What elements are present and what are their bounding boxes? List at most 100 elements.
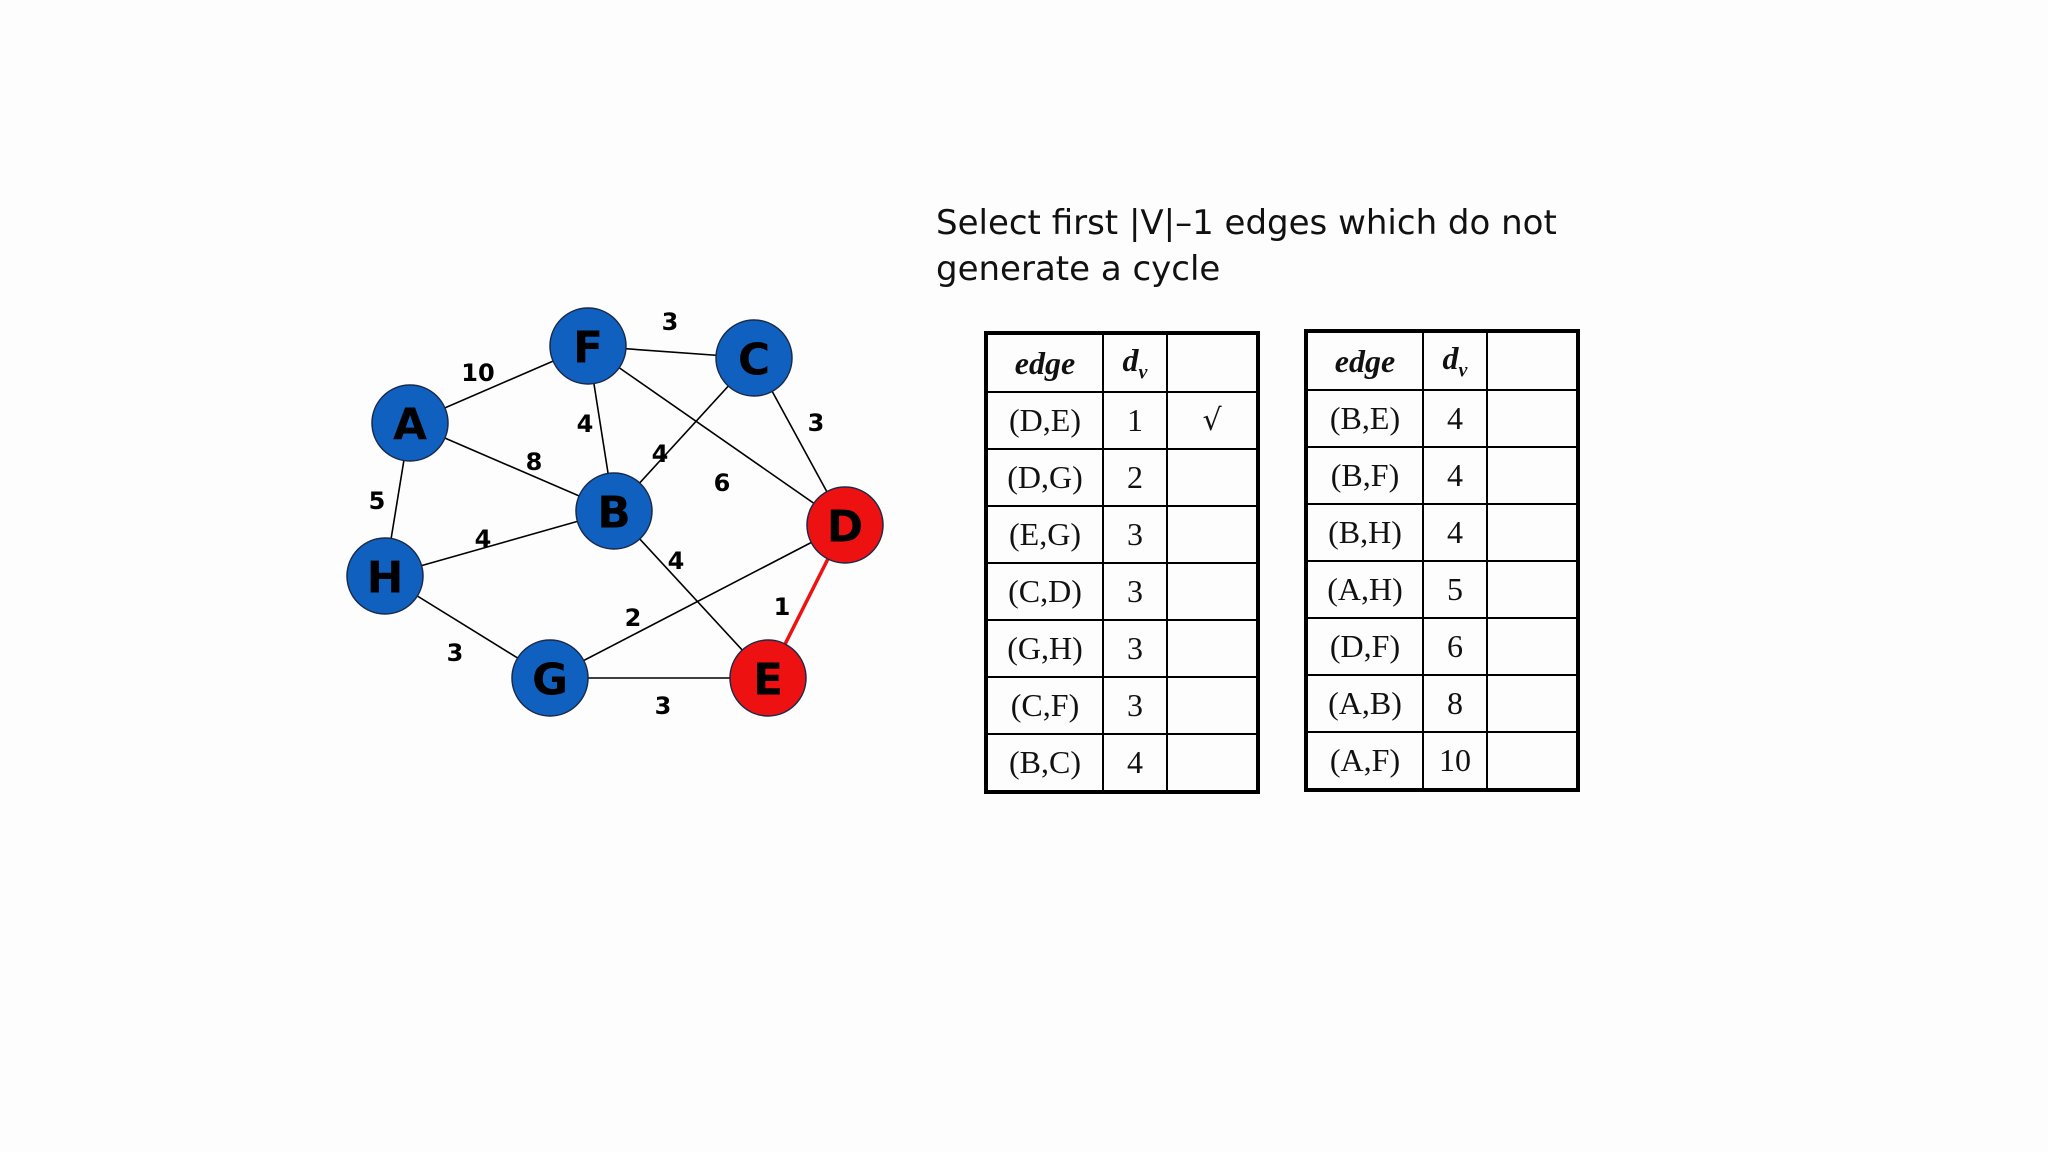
cell-edge: (B,C) <box>985 733 1104 793</box>
cell-degree: 5 <box>1422 560 1488 619</box>
table-row: (B,H)4 <box>1305 503 1579 562</box>
header-degree: dv <box>1422 330 1488 391</box>
table-header-row: edge dv <box>985 332 1259 393</box>
table-row: (G,H)3 <box>985 619 1259 678</box>
edge-weight-a-f: 10 <box>461 359 494 387</box>
node-circle <box>346 537 424 615</box>
cell-degree: 3 <box>1102 676 1168 735</box>
table-row: (B,E)4 <box>1305 389 1579 448</box>
cell-edge: (G,H) <box>985 619 1104 678</box>
slide-heading: Select first |V|–1 edges which do not ge… <box>936 200 1696 292</box>
node-b: B <box>575 472 653 550</box>
edge-weight-a-h: 5 <box>369 487 386 515</box>
cell-selected <box>1166 733 1259 793</box>
edge-weight-b-e: 4 <box>668 547 685 575</box>
edge-h-b <box>384 510 615 577</box>
cell-selected <box>1486 674 1579 733</box>
header-degree: dv <box>1102 332 1168 393</box>
edge-weight-f-b: 4 <box>577 410 594 438</box>
cell-selected <box>1486 731 1579 791</box>
table-row: (E,G)3 <box>985 505 1259 564</box>
node-circle <box>575 472 653 550</box>
table-row: (D,E)1√ <box>985 391 1259 450</box>
cell-edge: (B,E) <box>1305 389 1424 448</box>
node-label: D <box>827 502 864 553</box>
cell-selected <box>1166 676 1259 735</box>
cell-degree: 4 <box>1422 389 1488 448</box>
cell-degree: 6 <box>1422 617 1488 676</box>
edge-weight-g-d: 2 <box>625 604 642 632</box>
node-h: H <box>346 537 424 615</box>
cell-degree: 8 <box>1422 674 1488 733</box>
cell-edge: (C,F) <box>985 676 1104 735</box>
cell-degree: 1 <box>1102 391 1168 450</box>
table-row: (A,B)8 <box>1305 674 1579 733</box>
cell-selected <box>1486 560 1579 619</box>
table-header-row: edge dv <box>1305 330 1579 391</box>
heading-line-2: generate a cycle <box>936 249 1221 289</box>
table-row: (A,F)10 <box>1305 731 1579 791</box>
node-a: A <box>371 384 449 462</box>
cell-edge: (D,E) <box>985 391 1104 450</box>
cell-degree: 4 <box>1422 446 1488 505</box>
header-selected <box>1166 332 1259 393</box>
cell-degree: 3 <box>1102 562 1168 621</box>
cell-selected <box>1166 505 1259 564</box>
cell-degree: 3 <box>1102 505 1168 564</box>
table-row: (C,D)3 <box>985 562 1259 621</box>
cell-edge: (B,H) <box>1305 503 1424 562</box>
cell-edge: (B,F) <box>1305 446 1424 505</box>
cell-degree: 4 <box>1422 503 1488 562</box>
node-label: H <box>367 553 404 604</box>
cell-selected <box>1486 617 1579 676</box>
table-row: (C,F)3 <box>985 676 1259 735</box>
header-edge: edge <box>1305 330 1424 391</box>
cell-edge: (A,F) <box>1305 731 1424 791</box>
cell-edge: (A,H) <box>1305 560 1424 619</box>
edge-table-left: edge dv (D,E)1√(D,G)2(E,G)3(C,D)3(G,H)3(… <box>984 331 1260 794</box>
node-circle <box>549 307 627 385</box>
heading-line-1: Select first |V|–1 edges which do not <box>936 203 1557 243</box>
edge-f-d <box>587 345 846 526</box>
edge-weight-c-b: 4 <box>652 440 669 468</box>
cell-selected <box>1486 446 1579 505</box>
cell-degree: 10 <box>1422 731 1488 791</box>
node-circle <box>715 319 793 397</box>
cell-edge: (D,G) <box>985 448 1104 507</box>
table-row: (B,C)4 <box>985 733 1259 793</box>
cell-edge: (D,F) <box>1305 617 1424 676</box>
cell-degree: 4 <box>1102 733 1168 793</box>
edge-g-d <box>549 524 846 679</box>
node-g: G <box>511 639 589 717</box>
cell-selected <box>1486 503 1579 562</box>
node-label: C <box>738 335 770 386</box>
cell-edge: (A,B) <box>1305 674 1424 733</box>
node-label: A <box>393 400 427 451</box>
node-c: C <box>715 319 793 397</box>
cell-selected <box>1486 389 1579 448</box>
node-circle <box>729 639 807 717</box>
cell-selected <box>1166 619 1259 678</box>
cell-degree: 2 <box>1102 448 1168 507</box>
table-row: (A,H)5 <box>1305 560 1579 619</box>
node-circle <box>371 384 449 462</box>
cell-selected: √ <box>1166 391 1259 450</box>
node-e: E <box>729 639 807 717</box>
cell-selected <box>1166 562 1259 621</box>
node-f: F <box>549 307 627 385</box>
header-edge: edge <box>985 332 1104 393</box>
table-row: (D,G)2 <box>985 448 1259 507</box>
edge-weight-c-d: 3 <box>808 409 825 437</box>
cell-degree: 3 <box>1102 619 1168 678</box>
cell-edge: (E,G) <box>985 505 1104 564</box>
node-circle <box>806 486 884 564</box>
edge-weight-h-g: 3 <box>447 639 464 667</box>
cell-selected <box>1166 448 1259 507</box>
edge-weight-g-e: 3 <box>655 692 672 720</box>
node-label: G <box>532 655 568 706</box>
cell-edge: (C,D) <box>985 562 1104 621</box>
edge-weight-h-b: 4 <box>475 525 492 553</box>
node-circle <box>511 639 589 717</box>
